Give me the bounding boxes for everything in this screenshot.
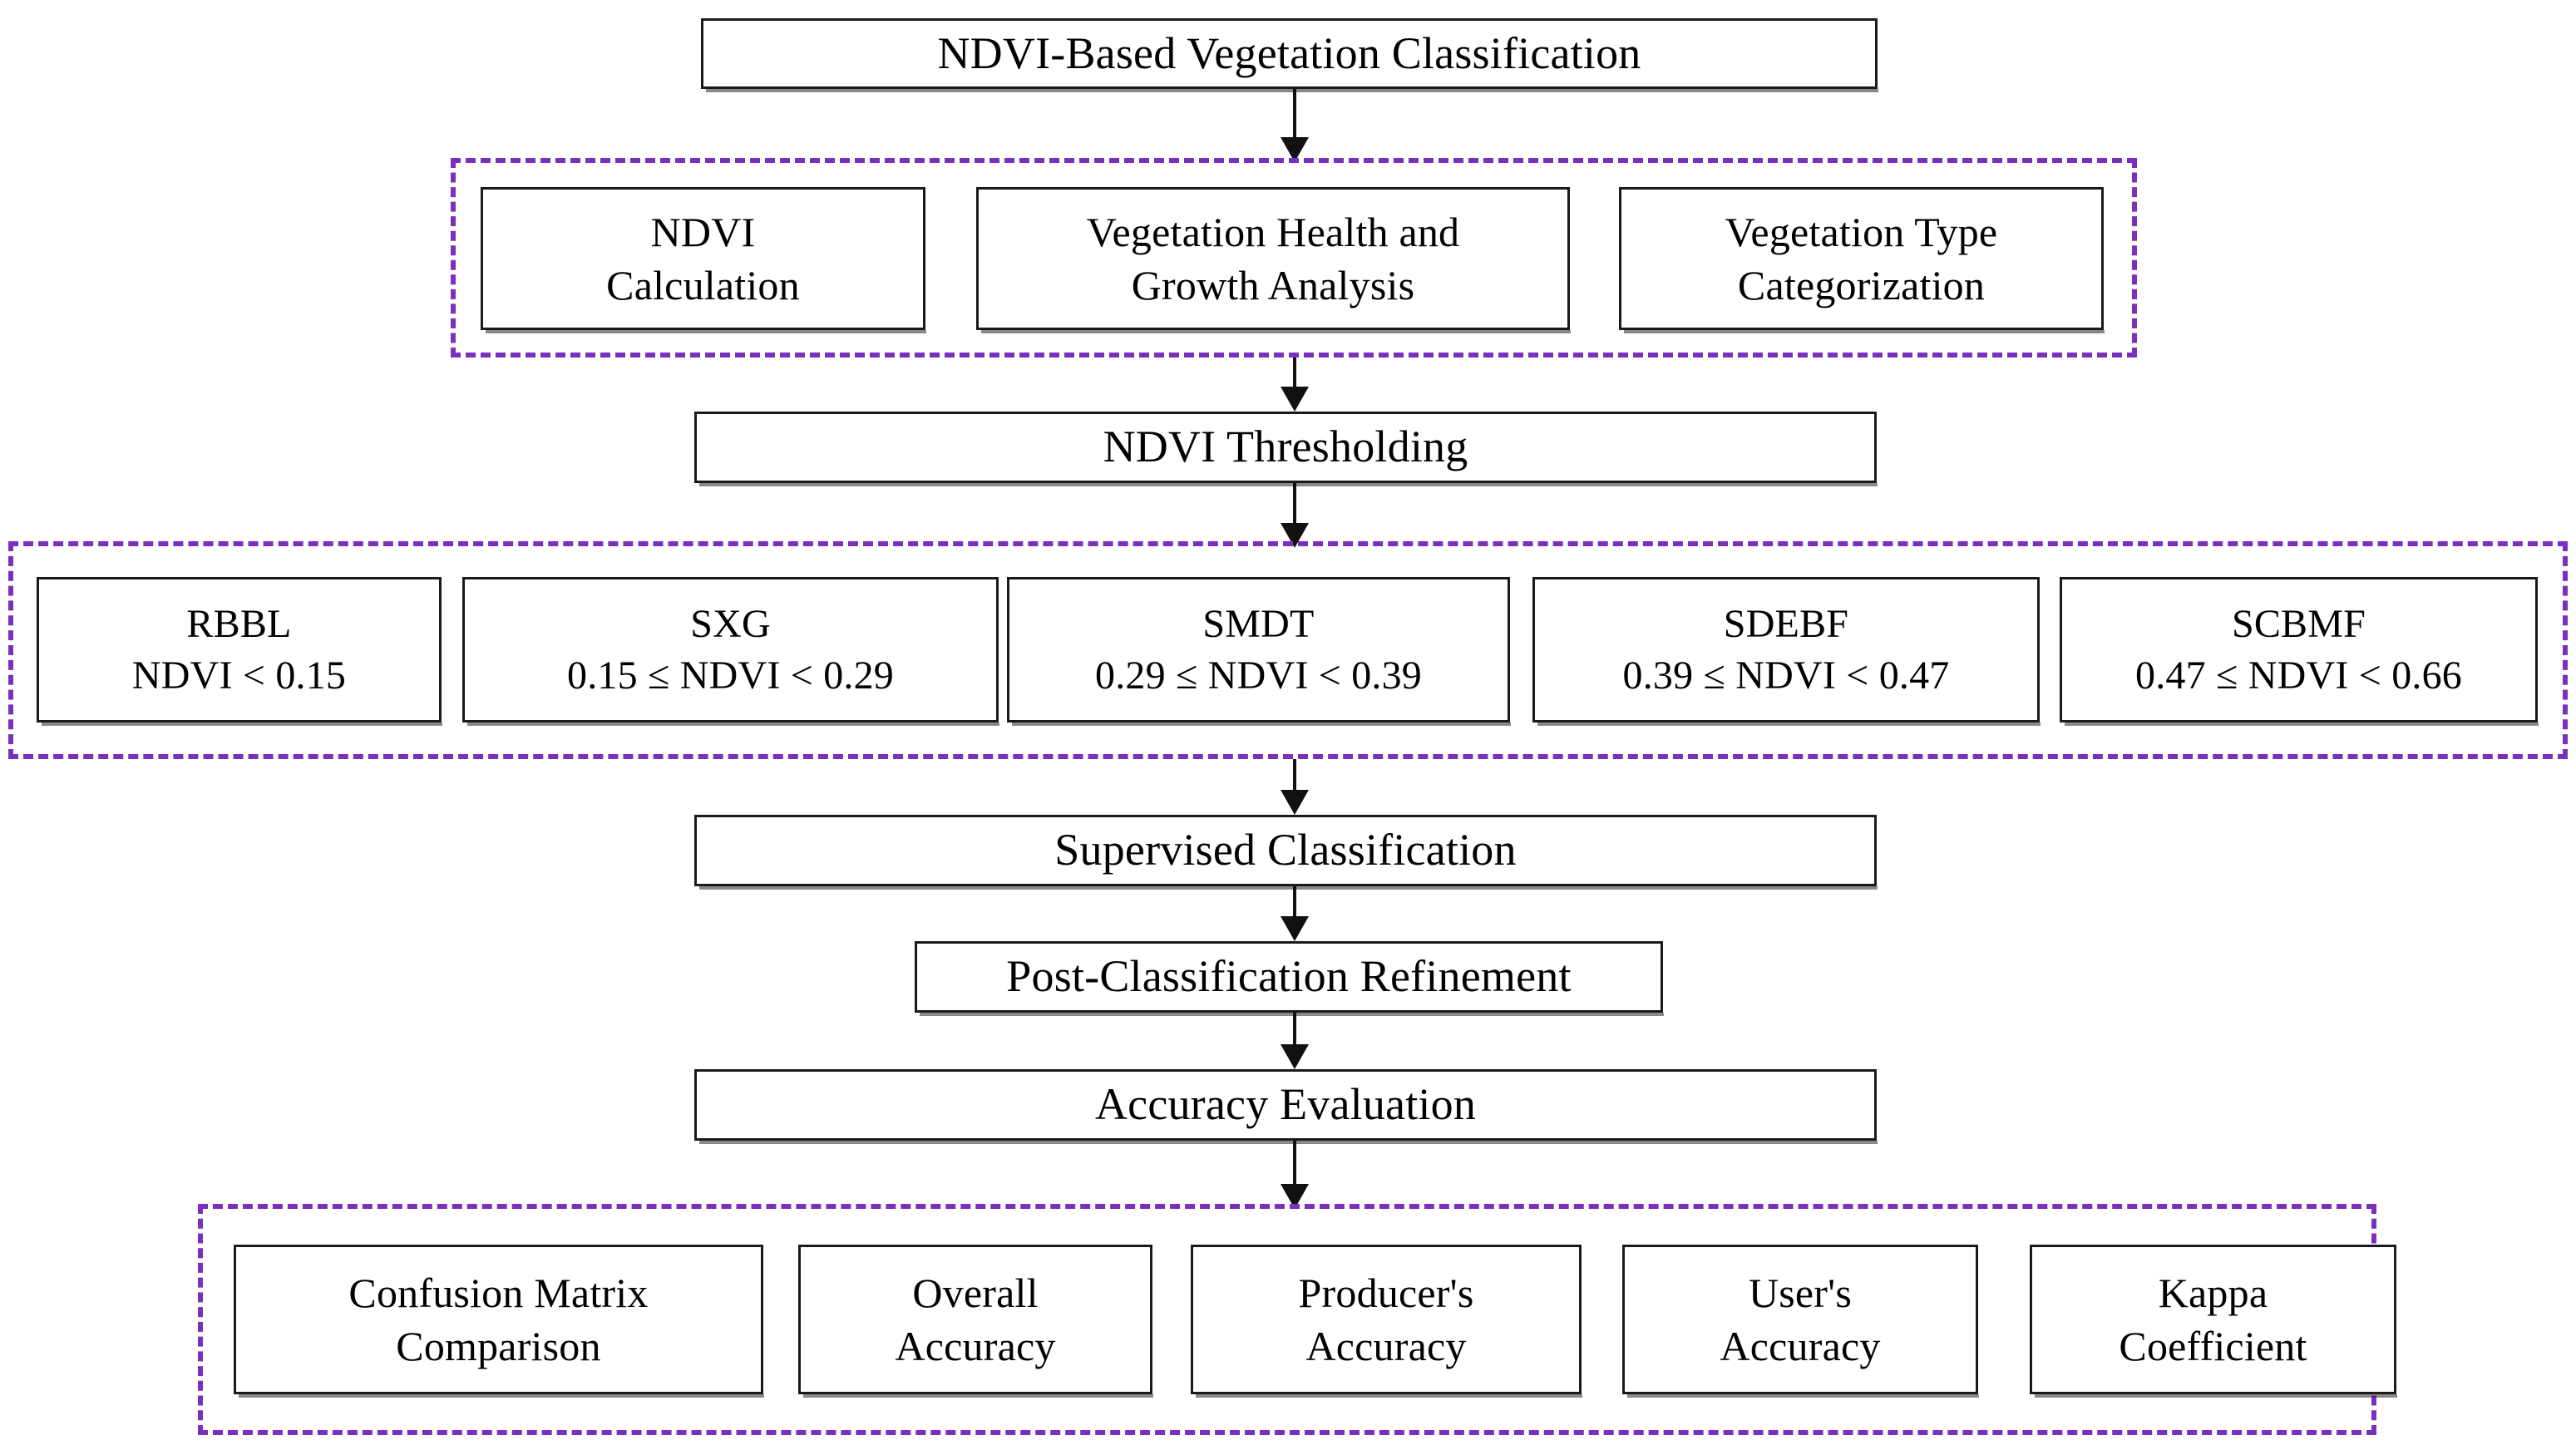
node-class-sxg[interactable]: SXG 0.15 ≤ NDVI < 0.29 (462, 577, 999, 726)
node-metric-kappa-coefficient[interactable]: Kappa Coefficient (2030, 1245, 2397, 1398)
node-metric-overall-accuracy[interactable]: Overall Accuracy (798, 1245, 1153, 1398)
arrow-post-classification-refinement-to-accuracy-evaluation (1281, 1013, 1309, 1069)
node-vegetation-health-and-growth-analysis[interactable]: Vegetation Health and Growth Analysis (976, 187, 1571, 333)
node-ndvi-calculation[interactable]: NDVI Calculation (481, 187, 926, 333)
node-class-rbbl[interactable]: RBBL NDVI < 0.15 (37, 577, 442, 726)
arrow-title-to-analysis-group (1281, 89, 1309, 162)
arrow-accuracy-evaluation-to-metrics-group (1281, 1141, 1309, 1209)
arrow-analysis-group-to-ndvi-thresholding (1281, 358, 1309, 412)
node-class-sdebf[interactable]: SDEBF 0.39 ≤ NDVI < 0.47 (1532, 577, 2041, 726)
node-metric-producers-accuracy[interactable]: Producer's Accuracy (1191, 1245, 1582, 1398)
arrow-classes-group-to-supervised-classification (1281, 759, 1309, 815)
node-ndvi-thresholding[interactable]: NDVI Thresholding (694, 412, 1878, 486)
node-class-smdt[interactable]: SMDT 0.29 ≤ NDVI < 0.39 (1007, 577, 1511, 726)
node-metric-users-accuracy[interactable]: User's Accuracy (1622, 1245, 1979, 1398)
node-metric-confusion-matrix-comparison[interactable]: Confusion Matrix Comparison (234, 1245, 764, 1398)
group-frame-vegetation-analysis (451, 158, 2137, 358)
group-frame-ndvi-classes (8, 541, 2568, 759)
node-vegetation-type-categorization[interactable]: Vegetation Type Categorization (1619, 187, 2105, 333)
node-ndvi-based-vegetation-classification[interactable]: NDVI-Based Vegetation Classification (701, 18, 1878, 92)
arrow-ndvi-thresholding-to-classes-group (1281, 483, 1309, 548)
node-supervised-classification[interactable]: Supervised Classification (694, 815, 1878, 890)
arrow-supervised-classification-to-post-classification-refinement (1281, 886, 1309, 941)
node-accuracy-evaluation[interactable]: Accuracy Evaluation (694, 1069, 1878, 1144)
node-post-classification-refinement[interactable]: Post-Classification Refinement (915, 941, 1664, 1016)
node-class-scbmf[interactable]: SCBMF 0.47 ≤ NDVI < 0.66 (2060, 577, 2539, 726)
